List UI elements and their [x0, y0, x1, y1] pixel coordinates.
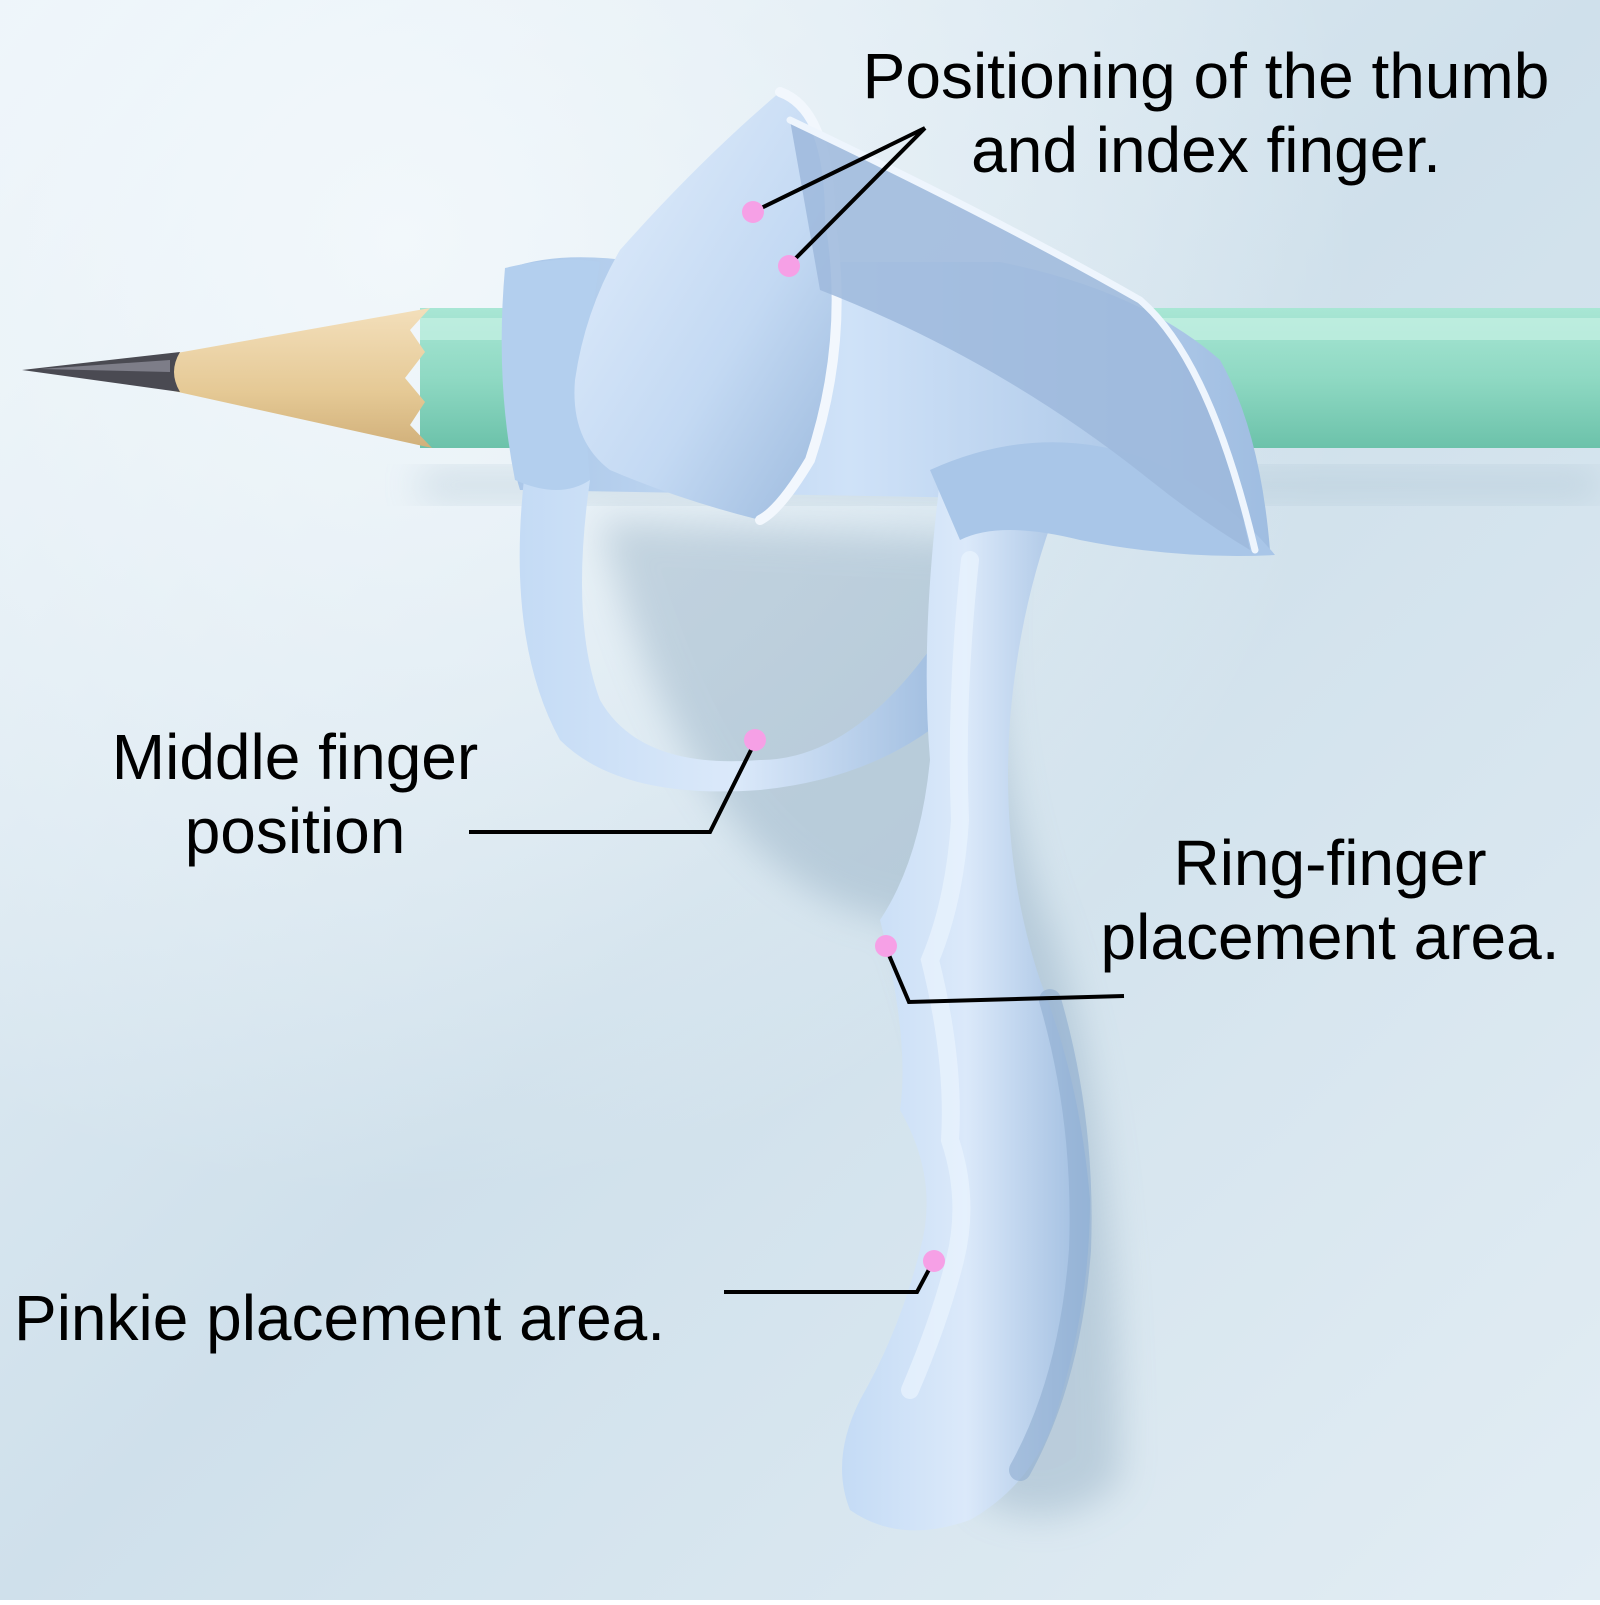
- marker-ring: [875, 935, 897, 957]
- grip-finger-cup: [574, 92, 837, 520]
- marker-thumb: [742, 201, 764, 223]
- label-middle-finger: Middle finger position: [80, 720, 510, 868]
- label-ring-finger-line2: placement area.: [1100, 901, 1560, 973]
- marker-index: [778, 255, 800, 277]
- marker-middle: [744, 729, 766, 751]
- label-thumb-index-line1: Positioning of the thumb: [862, 40, 1550, 112]
- label-ring-finger: Ring-finger placement area.: [1070, 826, 1590, 974]
- label-middle-finger-line2: position: [184, 795, 406, 867]
- label-middle-finger-line1: Middle finger: [111, 721, 479, 793]
- leader-pinkie: [724, 1261, 935, 1294]
- marker-dots: [742, 201, 945, 1272]
- grip-wing: [930, 442, 1275, 556]
- pencil-grip: [501, 87, 1275, 1531]
- pencil-lead-shine: [40, 360, 170, 372]
- label-ring-finger-line1: Ring-finger: [1173, 827, 1487, 899]
- grip-handle-shade: [1009, 989, 1092, 1481]
- pencil-lead: [22, 352, 180, 392]
- leader-index: [787, 126, 927, 267]
- grip-finger-cup-edge: [786, 116, 1259, 554]
- leader-thumb: [752, 126, 926, 214]
- leader-lines: [469, 126, 1125, 1294]
- label-pinkie-line1: Pinkie placement area.: [14, 1282, 666, 1354]
- leader-middle: [469, 741, 757, 834]
- marker-pinkie: [923, 1250, 945, 1272]
- grip-loop: [519, 470, 950, 792]
- grip-handle: [842, 480, 1090, 1531]
- grip-collar: [501, 259, 600, 490]
- label-thumb-index-line2: and index finger.: [971, 114, 1441, 186]
- leader-ring: [884, 947, 1125, 1005]
- label-thumb-index: Positioning of the thumb and index finge…: [826, 39, 1586, 187]
- grip-handle-highlight: [901, 551, 979, 1399]
- pencil-wood-tip: [160, 308, 432, 448]
- grip-finger-cup-inner: [790, 120, 1250, 550]
- label-pinkie: Pinkie placement area.: [14, 1281, 665, 1355]
